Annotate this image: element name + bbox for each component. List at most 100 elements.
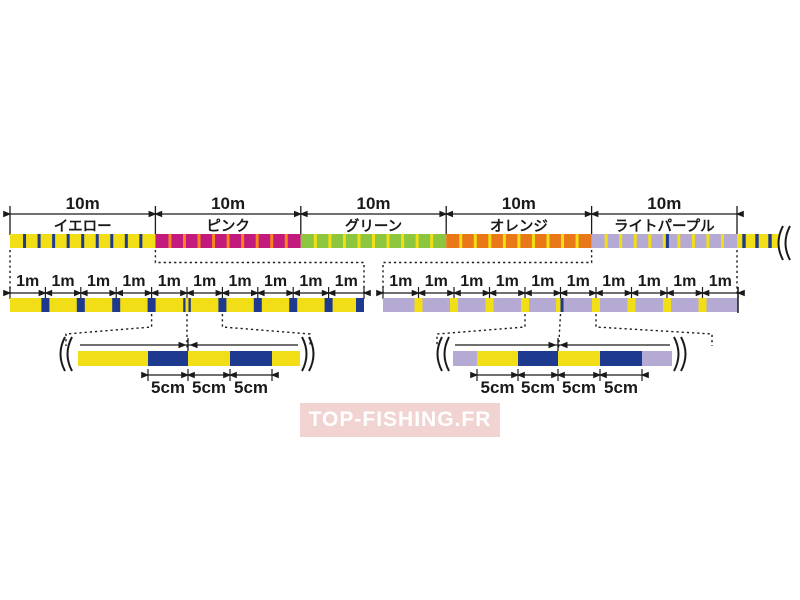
arrowhead-icon [294, 210, 302, 218]
meter-divider-mark [81, 234, 85, 248]
arrowhead-icon [590, 210, 599, 218]
dimension-label-5cm: 5cm [604, 378, 638, 397]
arrowhead-icon [445, 210, 453, 218]
dimension-label-5cm: 5cm [151, 378, 185, 397]
arrowhead-icon [598, 371, 607, 379]
line-break-icon [680, 336, 687, 372]
center-meter-mark [183, 298, 186, 312]
arrowhead-icon [584, 210, 593, 218]
meter-divider-mark [415, 234, 419, 248]
line-break-icon [301, 336, 308, 372]
arrowhead-icon [44, 289, 53, 297]
dimension-label-1m: 1m [425, 273, 448, 290]
arrowhead-icon [286, 289, 295, 297]
detail-5cm-block-navy [518, 351, 558, 366]
meter-divider-mark [755, 234, 759, 248]
arrowhead-icon [38, 289, 47, 297]
meter-divider-mark [575, 234, 579, 248]
line-break-icon [308, 336, 315, 372]
color-section-label: ピンク [206, 218, 250, 235]
arrowhead-icon [79, 289, 88, 297]
line-break-icon [436, 336, 443, 372]
meter-divider-mark [662, 234, 666, 248]
arrowhead-icon [221, 289, 230, 297]
meter-divider-mark [342, 234, 346, 248]
arrowhead-icon [299, 210, 308, 218]
arrowhead-icon [3, 210, 12, 218]
meter-divider-mark [197, 234, 201, 248]
meter-divider-mark [546, 234, 550, 248]
color-section-label: グリーン [345, 217, 402, 235]
meter-divider-mark [517, 234, 521, 248]
meter-mark [147, 298, 156, 312]
meter-divider-mark [23, 234, 27, 248]
meter-mark [698, 298, 707, 312]
arrowhead-icon [516, 371, 525, 379]
meter-mark [663, 298, 671, 312]
center-navy-mark [665, 234, 669, 248]
dimension-label-5cm: 5cm [562, 378, 596, 397]
dimension-label-1m: 1m [709, 273, 732, 290]
arrowhead-icon [735, 210, 744, 218]
meter-divider-mark [488, 234, 492, 248]
arrowhead-icon [452, 289, 461, 297]
dimension-label-1m: 1m [496, 273, 519, 290]
arrowhead-icon [439, 210, 448, 218]
meter-divider-mark [459, 234, 463, 248]
arrowhead-icon [189, 341, 198, 349]
meter-mark [218, 298, 227, 312]
dimension-label-1m: 1m [602, 273, 625, 290]
dimension-label-10m: 10m [356, 194, 390, 213]
arrowhead-icon [559, 341, 568, 349]
line-break-icon [443, 336, 450, 372]
dimension-label-1m: 1m [264, 273, 287, 290]
dimension-label-1m: 1m [122, 273, 145, 290]
meter-divider-mark [401, 234, 405, 248]
dimension-label-1m: 1m [193, 273, 216, 290]
dimension-label-10m: 10m [647, 194, 681, 213]
arrowhead-icon [223, 371, 232, 379]
zoom-connector-dotted-line [154, 250, 365, 295]
dimension-label-5cm: 5cm [192, 378, 226, 397]
zoom-connector-dotted-line [65, 314, 153, 346]
meter-divider-mark [372, 234, 375, 248]
arrowhead-icon [589, 289, 598, 297]
meter-divider-mark [473, 234, 477, 248]
watermark: TOP-FISHING.FR [300, 403, 500, 437]
meter-mark [289, 298, 298, 312]
arrowhead-icon [180, 289, 189, 297]
zoom-connector-dotted-line [436, 314, 526, 346]
arrowhead-icon [411, 289, 420, 297]
detail-5cm-block-yellow [558, 351, 600, 366]
dimension-label-1m: 1m [567, 273, 590, 290]
dimension-label-10m: 10m [66, 194, 100, 213]
meter-divider-mark [139, 234, 143, 248]
line-break-icon [777, 225, 784, 261]
arrowhead-icon [736, 289, 745, 297]
arrowhead-icon [665, 289, 674, 297]
meter-divider-mark [124, 234, 128, 248]
center-meter-mark [188, 298, 191, 312]
meter-mark [450, 298, 458, 312]
meter-divider-mark [52, 234, 56, 248]
zoom-connector-dotted-line [557, 313, 562, 350]
zoom-connector-dotted-line [382, 250, 593, 295]
arrowhead-icon [181, 371, 190, 379]
detail-5cm-block-navy [600, 351, 642, 366]
meter-divider-mark [633, 234, 637, 248]
meter-mark [41, 298, 50, 312]
color-section-label: オレンジ [490, 218, 548, 235]
meter-divider-mark [241, 234, 245, 248]
meter-divider-mark [313, 234, 317, 248]
dimension-label-1m: 1m [87, 273, 110, 290]
arrowhead-icon [556, 371, 565, 379]
meter-mark [112, 298, 121, 312]
meter-divider-mark [182, 234, 186, 248]
meter-divider-mark [226, 234, 230, 248]
dimension-label-5cm: 5cm [480, 378, 514, 397]
arrowhead-icon [511, 371, 520, 379]
zoom-connector-dotted-line [595, 314, 713, 346]
arrowhead-icon [488, 289, 497, 297]
meter-divider-mark [110, 234, 114, 248]
